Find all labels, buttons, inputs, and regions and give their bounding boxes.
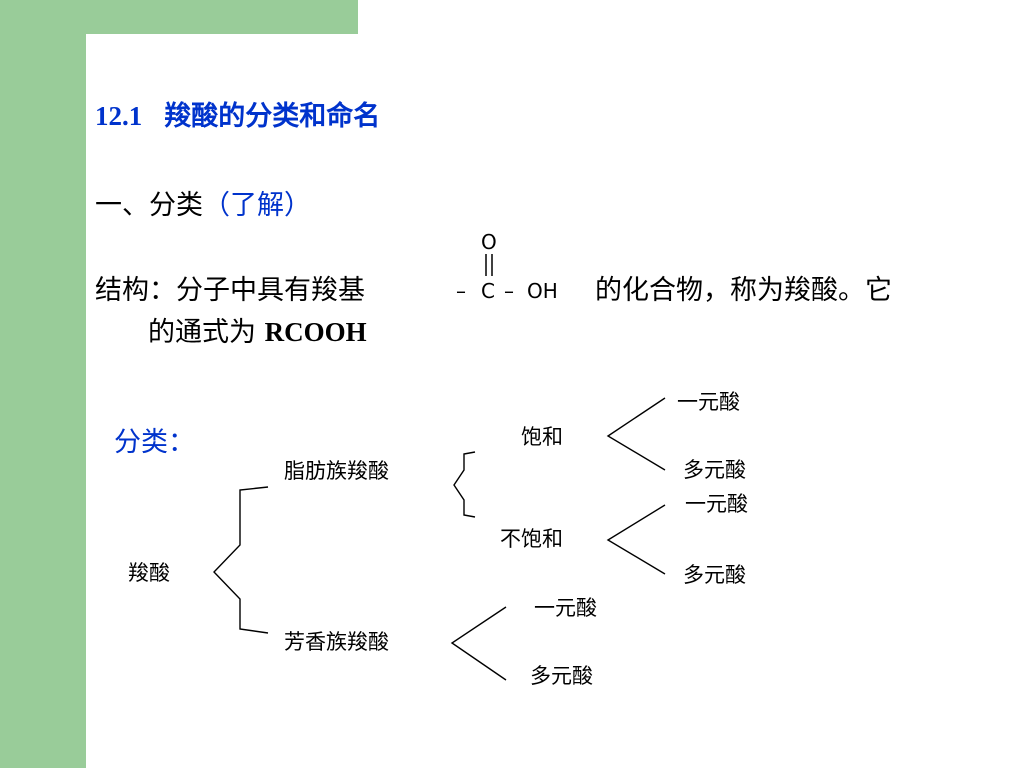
structure-text-after: 的化合物，称为羧酸。它 — [595, 275, 892, 306]
subsection-heading: 一、分类（了解） — [95, 183, 311, 222]
node-root: 羧酸 — [128, 561, 170, 585]
node-aro-mono: 一元酸 — [534, 596, 597, 620]
formula-intro: 的通式为 — [148, 317, 256, 348]
sidebar-accent — [0, 0, 86, 768]
classification-label: 分类： — [114, 427, 195, 458]
node-sat-mono: 一元酸 — [677, 390, 740, 414]
carboxyl-oxygen: O — [481, 230, 497, 254]
node-unsat-mono: 一元酸 — [685, 492, 748, 516]
section-title: 羧酸的分类和命名 — [164, 101, 381, 132]
subsection-note: （了解） — [203, 190, 311, 221]
section-heading: 12.1 羧酸的分类和命名 — [95, 94, 380, 133]
carboxyl-left-bond: – — [456, 279, 466, 303]
node-aro-poly: 多元酸 — [530, 664, 593, 688]
node-sat-poly: 多元酸 — [683, 458, 746, 482]
node-unsat-poly: 多元酸 — [683, 563, 746, 587]
aliphatic-brace — [453, 451, 476, 518]
carboxyl-right-bond: – — [504, 279, 514, 303]
unsaturated-bracket — [606, 504, 666, 575]
subsection-prefix: 一、分类 — [95, 190, 203, 221]
structure-text-before: 结构：分子中具有羧基 — [95, 275, 365, 306]
node-unsaturated: 不饱和 — [500, 527, 563, 551]
section-number: 12.1 — [95, 101, 143, 131]
carboxyl-carbon: C — [481, 279, 495, 303]
node-aromatic: 芳香族羧酸 — [284, 630, 389, 654]
top-accent — [0, 0, 358, 34]
saturated-bracket — [606, 397, 666, 471]
general-formula: RCOOH — [264, 317, 367, 347]
aromatic-bracket — [450, 606, 507, 681]
node-aliphatic: 脂肪族羧酸 — [284, 459, 389, 483]
root-brace — [213, 486, 269, 634]
carboxyl-oh: OH — [527, 279, 558, 303]
structure-formula-line: 的通式为 RCOOH — [148, 310, 367, 349]
node-saturated: 饱和 — [521, 425, 563, 449]
